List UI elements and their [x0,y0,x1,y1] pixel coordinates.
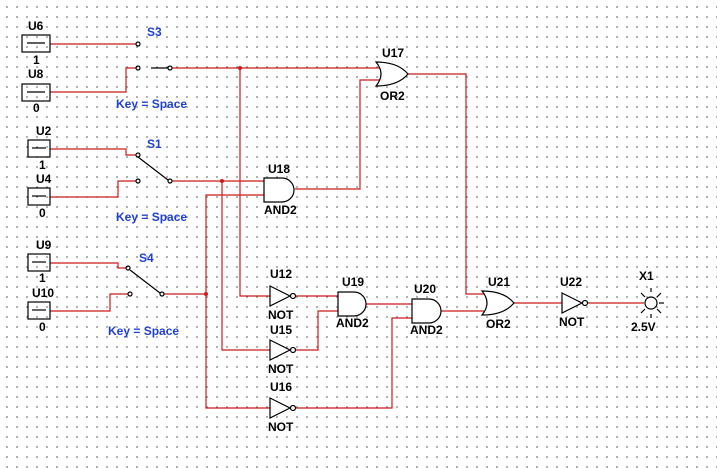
gate-U15-not[interactable]: U15 NOT [268,323,297,376]
probe-ref: X1 [639,269,654,283]
source-U10[interactable]: U10 0 [27,286,54,334]
gate-type: NOT [268,308,294,322]
gate-ref: U21 [488,275,510,289]
source-U6[interactable]: U6 1 [21,19,51,67]
probe-X1[interactable]: X1 2.5V [631,269,664,334]
gate-U22-not[interactable]: U22 NOT [559,275,589,329]
switch-key-label: Key = Space [108,324,179,338]
switch-key-label: Key = Space [116,210,187,224]
gate-type: NOT [559,315,585,329]
gate-type: NOT [268,420,294,434]
junction-dot [220,179,224,183]
source-ref: U10 [32,286,54,300]
gate-ref: U17 [382,46,404,60]
gate-U17-or2[interactable]: U17 OR2 [374,46,409,103]
gate-ref: U19 [342,275,364,289]
source-ref: U6 [28,19,44,33]
source-value: 0 [39,206,46,220]
switch-ref: S4 [139,251,154,265]
source-U9[interactable]: U9 1 [27,238,52,285]
switch-key-label: Key = Space [116,97,187,111]
source-value: 0 [33,101,40,115]
gate-type: OR2 [380,89,405,103]
switch-ref: S1 [147,137,162,151]
source-U2[interactable]: U2 1 [27,124,52,172]
switch-S4[interactable]: S4 Key = Space [108,251,179,338]
probe-value: 2.5V [631,320,656,334]
gate-ref: U22 [560,275,582,289]
wires [50,43,644,409]
source-value: 1 [33,53,40,67]
junction-dot [238,66,242,70]
source-value: 1 [39,271,46,285]
gate-type: AND2 [410,323,443,337]
junction-dot [204,292,208,296]
junctions [204,66,242,296]
source-value: 0 [39,320,46,334]
source-value: 1 [39,158,46,172]
gate-ref: U12 [270,267,292,281]
gate-type: AND2 [264,203,297,217]
lamp-rays-icon [640,288,664,318]
gate-type: NOT [268,362,294,376]
gate-U21-or2[interactable]: U21 OR2 [480,275,515,331]
switch-S3[interactable]: S3 Key = Space [116,25,187,111]
gate-type: AND2 [336,316,369,330]
gate-U18-and2[interactable]: U18 AND2 [263,162,297,217]
switch-ref: S3 [147,25,162,39]
gate-type: OR2 [486,317,511,331]
source-U8[interactable]: U8 0 [21,67,51,115]
source-ref: U8 [28,67,44,81]
gate-ref: U15 [270,323,292,337]
source-ref: U9 [36,238,52,252]
source-ref: U2 [36,124,52,138]
gate-U16-not[interactable]: U16 NOT [268,380,297,434]
gate-U20-and2[interactable]: U20 AND2 [410,282,443,337]
switch-S1[interactable]: S1 Key = Space [116,137,187,224]
gate-ref: U20 [414,282,436,296]
gate-U19-and2[interactable]: U19 AND2 [336,275,369,330]
source-ref: U4 [36,172,52,186]
gate-ref: U16 [270,380,292,394]
source-U4[interactable]: U4 0 [27,172,52,220]
gate-ref: U18 [268,162,290,176]
gate-U12-not[interactable]: U12 NOT [268,267,297,322]
